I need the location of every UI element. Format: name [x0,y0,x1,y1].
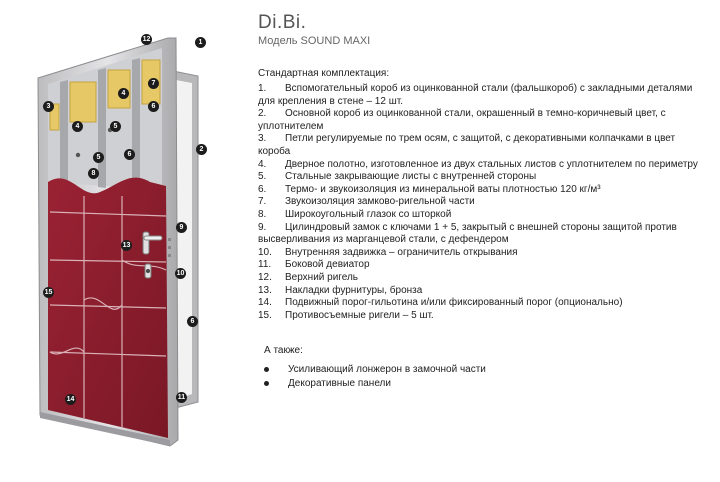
item-number: 5. [258,171,267,183]
callout-marker: 15 [43,287,54,298]
insulation-block [49,103,60,131]
callout-marker: 9 [176,222,187,233]
door-illustration: 1 2 3 4 5 6 7 8 9 10 11 12 13 14 15 4 5 … [0,0,250,477]
list-item: 12. Верхний ригель [258,272,706,285]
item-text: Подвижный порог-гильотина и/или фиксиров… [285,297,623,309]
door-cutaway-drawing [37,37,199,447]
list-item: 1.Вспомогательный короб из оцинкованной … [258,83,706,108]
item-text: Верхний ригель [285,271,359,283]
item-number: 9. [258,221,267,233]
callout-marker: 4 [72,121,83,132]
callout-marker: 7 [148,78,159,89]
list-item: 15. Противосъемные ригели – 5 шт. [258,310,706,323]
list-item: 9.Цилиндровый замок с ключами 1 + 5, зак… [258,222,706,247]
model-name: Модель SOUND MAXI [258,35,371,47]
item-text: Основной короб из оцинкованной стали, ок… [258,108,666,132]
list-item: 7. Звукоизоляция замково-ригельной части [258,196,706,209]
item-text: Петли регулируемые по трем осям, с защит… [258,133,676,157]
callout-marker: 1 [195,37,206,48]
item-number: 11. [258,259,272,271]
door-panel [48,177,168,438]
item-number: 7. [258,196,267,208]
callout-marker: 12 [141,34,152,45]
list-item: 4. Дверное полотно, изготовленное из двух… [258,159,706,172]
rib [132,58,140,190]
item-text: Стальные закрывающие листы с внутренней … [285,171,537,183]
item-number: 1. [258,83,267,94]
list-item: 10. Внутренняя задвижка – ограничитель от… [258,247,706,260]
brand-title: Di.Bi. [258,12,307,33]
callout-marker: 11 [176,392,187,403]
callout-marker: 2 [196,144,207,155]
callout-marker: 3 [43,101,54,112]
callout-marker: 6 [148,101,159,112]
item-number: 4. [258,158,267,170]
item-number: 14. [258,297,272,309]
callout-marker: 6 [187,316,198,327]
callout-marker: 13 [121,240,132,251]
item-number: 3. [258,133,267,145]
list-item: 2.Основной короб из оцинкованной стали, … [258,108,706,133]
item-number: 10. [258,246,272,258]
item-number: 6. [258,183,267,195]
screw [75,152,81,158]
door-handle [143,235,163,241]
item-text: Широкоугольный глазок со шторкой [285,208,452,220]
item-number: 15. [258,309,272,321]
rib [60,80,68,185]
also-title: А также: [264,345,303,356]
bullet-item: Усиливающий лонжерон в замочной части [264,363,486,377]
frame-opening [176,80,192,400]
list-item: 14. Подвижный порог-гильотина и/или фикси… [258,297,706,310]
handle-plate [142,231,150,255]
callout-marker: 4 [118,88,129,99]
callout-marker: 14 [65,394,76,405]
panel-grooves [49,196,167,428]
callout-marker: 8 [88,168,99,179]
item-text: Дверное полотно, изготовленное из двух с… [285,158,698,170]
callout-marker: 5 [93,152,104,163]
list-item: 3.Петли регулируемые по трем осям, с защ… [258,133,706,158]
item-text: Цилиндровый замок с ключами 1 + 5, закры… [258,221,677,246]
item-number: 8. [258,208,267,220]
item-text: Термо- и звукоизоляция из минеральной ва… [285,183,601,195]
bullet-item: Декоративные панели [264,377,486,391]
list-item: 5. Стальные закрывающие листы с внутренне… [258,171,706,184]
callout-marker: 6 [124,149,135,160]
list-item: 8. Широкоугольный глазок со шторкой [258,209,706,222]
item-text: Вспомогательный короб из оцинкованной ст… [258,83,693,107]
equipment-list: 1.Вспомогательный короб из оцинкованной … [258,83,706,322]
list-item: 6. Термо- и звукоизоляция из минеральной … [258,184,706,197]
extras-list: Усиливающий лонжерон в замочной части Де… [264,363,486,390]
rib [98,68,106,188]
item-number: 13. [258,284,272,296]
item-text: Внутренняя задвижка – ограничитель откры… [285,246,518,258]
item-number: 2. [258,108,267,120]
section-title: Стандартная комплектация: [258,68,390,79]
item-text: Накладки фурнитуры, бронза [285,284,423,296]
item-text: Звукоизоляция замково-ригельной части [285,196,475,208]
keyhole [146,269,150,273]
item-text: Противосъемные ригели – 5 шт. [285,309,434,321]
list-item: 11. Боковой девиатор [258,259,706,272]
callout-marker: 10 [175,268,186,279]
insulation-block [69,81,97,123]
threshold [40,412,170,446]
list-item: 13. Накладки фурнитуры, бронза [258,285,706,298]
callout-marker: 5 [110,121,121,132]
item-number: 12. [258,271,272,283]
item-text: Боковой девиатор [285,259,370,271]
bolts [168,238,171,257]
